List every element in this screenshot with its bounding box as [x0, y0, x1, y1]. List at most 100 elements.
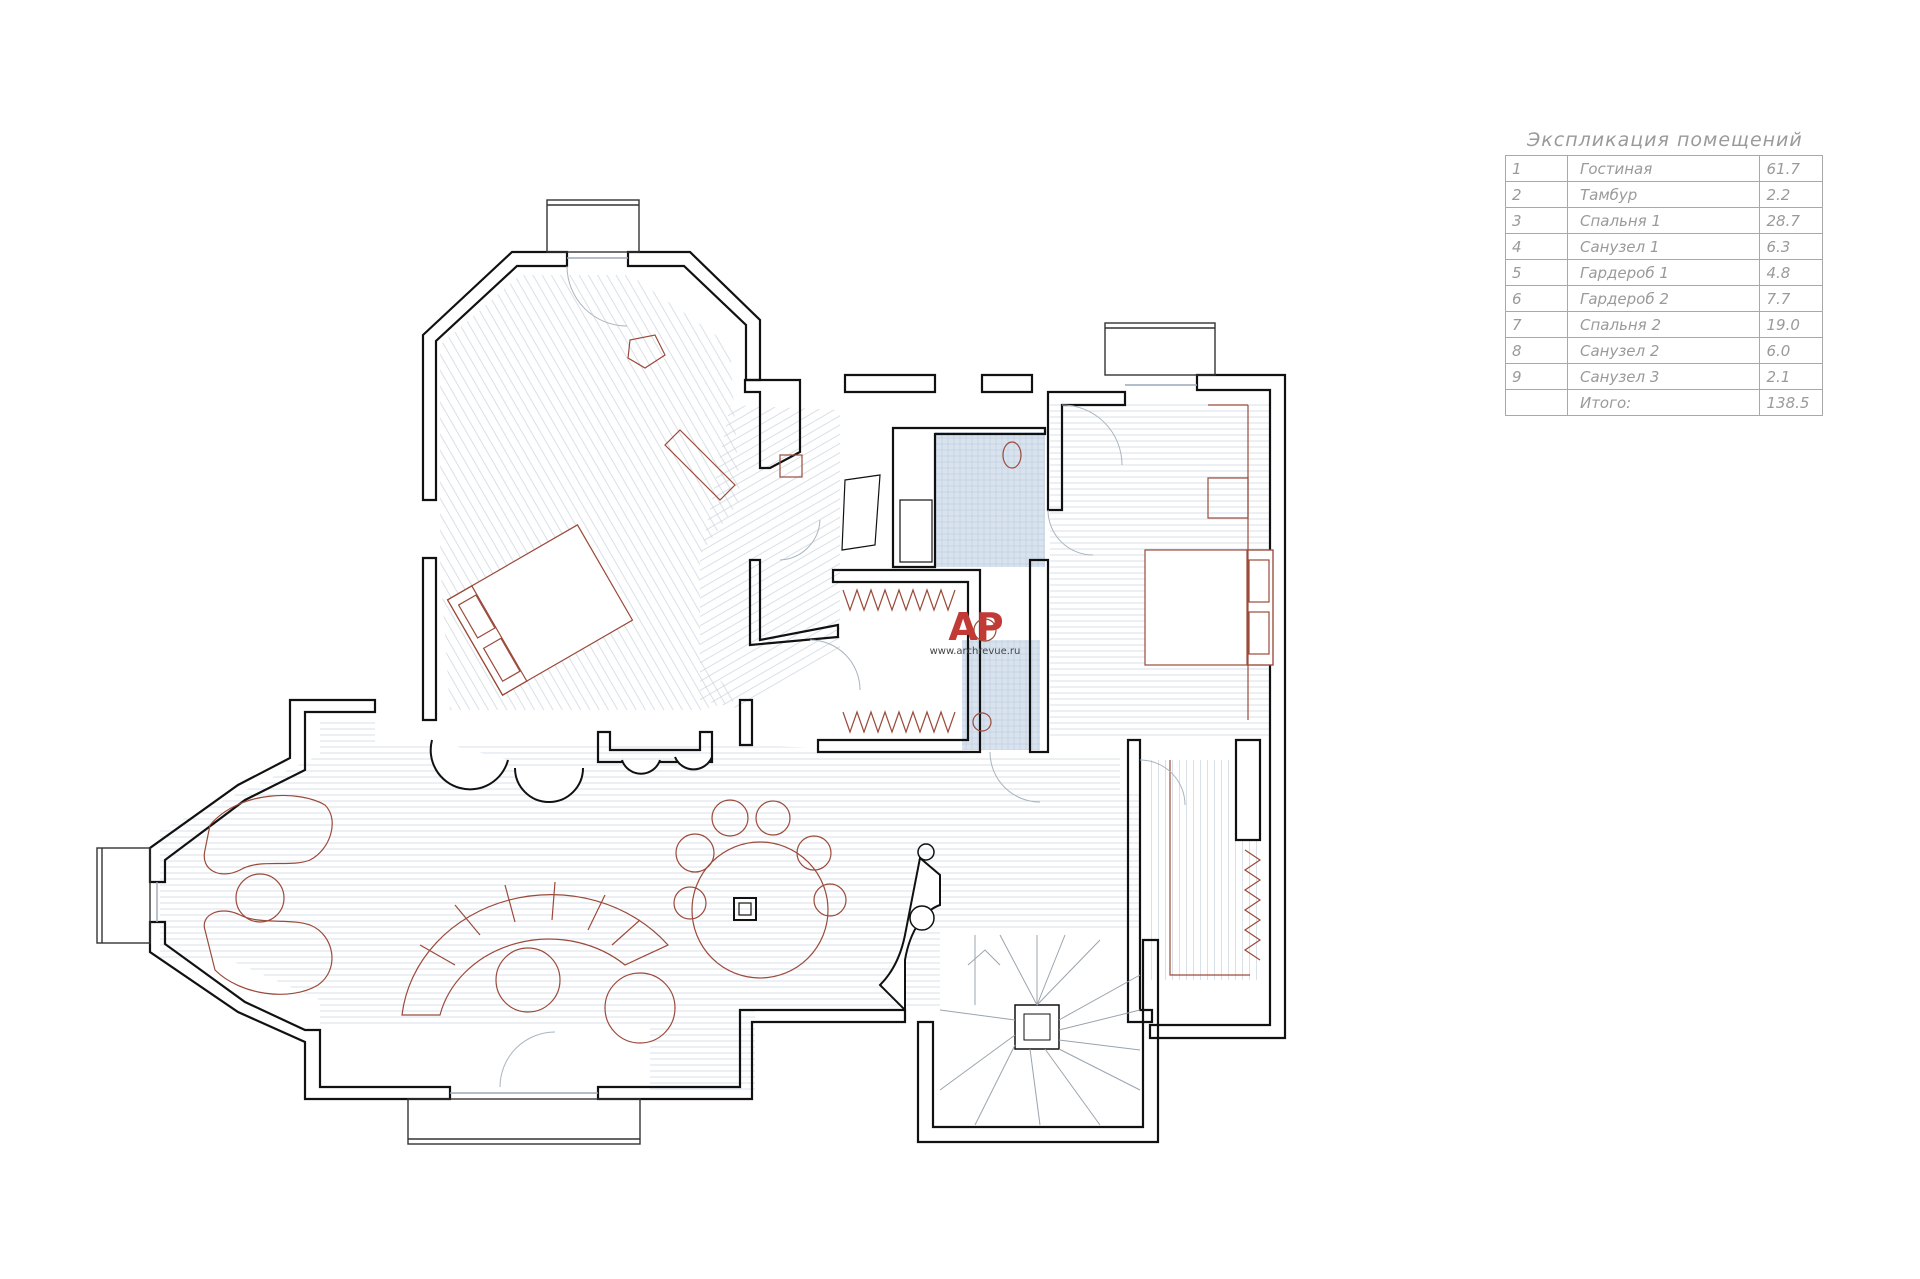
bed-bedroom-1 — [446, 524, 634, 696]
wardrobe-hangers-1 — [842, 588, 956, 734]
hall-wall-diag — [748, 558, 840, 647]
room-area: 19.0 — [1759, 311, 1823, 338]
dining-chair-6 — [673, 886, 707, 920]
bathtub — [899, 499, 933, 563]
door-bedroom-1 — [566, 265, 628, 327]
dressing-1-box — [816, 568, 982, 754]
room-name: Гостиная — [1566, 155, 1761, 182]
table-row: 8 Санузел 2 6.0 — [1505, 337, 1823, 364]
living-south-wall — [596, 1008, 907, 1101]
room-area: 6.0 — [1759, 337, 1823, 364]
table-row: 5 Гардероб 1 4.8 — [1505, 259, 1823, 286]
living-west-bay-walls — [148, 698, 377, 884]
north-alcoves — [429, 739, 713, 803]
hall-floor — [700, 405, 840, 710]
bath-north-walls — [843, 373, 937, 394]
room-area: 4.8 — [1759, 259, 1823, 286]
dressing-2-east-pillar — [1234, 738, 1262, 842]
window-south-living — [407, 1098, 641, 1145]
wardrobe-hangers-2 — [1169, 760, 1262, 976]
watermark-url: www.archrevue.ru — [929, 646, 1021, 657]
dining-chair-4 — [796, 835, 832, 871]
living-west-bay-walls-2 — [148, 920, 452, 1101]
furniture — [203, 334, 1274, 1044]
dining-chair-5 — [813, 883, 847, 917]
room-number: 3 — [1505, 207, 1568, 234]
table-row: 4 Санузел 1 6.3 — [1505, 233, 1823, 260]
total-area: 138.5 — [1759, 389, 1823, 416]
room-number: 2 — [1505, 181, 1568, 208]
watermark: AP www.archrevue.ru — [925, 608, 1025, 658]
door-hall-2 — [989, 751, 1041, 803]
watermark-logo: AP — [948, 605, 1003, 649]
room-name: Гардероб 2 — [1566, 285, 1761, 312]
bed-bedroom-2 — [1144, 549, 1274, 666]
alcove-2 — [514, 767, 584, 803]
armchair-round — [604, 972, 676, 1044]
east-wing-walls — [1148, 373, 1287, 1040]
sink-3 — [973, 618, 997, 642]
room-number: 4 — [1505, 233, 1568, 260]
sofa-west-upper — [203, 794, 333, 875]
door-hall-3 — [779, 519, 821, 561]
room-area: 28.7 — [1759, 207, 1823, 234]
table-row: 1 Гостиная 61.7 — [1505, 155, 1823, 182]
hall-wall-corner — [743, 378, 802, 470]
bath-3-walls — [1028, 558, 1050, 754]
room-number: 9 — [1505, 363, 1568, 390]
window-north-bedroom-2 — [1104, 322, 1216, 376]
total-label: Итого: — [1566, 389, 1761, 416]
door-living-south — [499, 1031, 556, 1088]
room-number: 5 — [1505, 259, 1568, 286]
stair-arrow — [967, 949, 1001, 966]
door-bedroom-2 — [1061, 404, 1123, 466]
stairwell-walls — [916, 938, 1160, 1144]
table-row: 2 Тамбур 2.2 — [1505, 181, 1823, 208]
staircase — [939, 934, 1141, 1126]
fireplace-column — [733, 897, 757, 921]
room-name: Санузел 2 — [1566, 337, 1761, 364]
room-area: 2.1 — [1759, 363, 1823, 390]
room-schedule: Экспликация помещений 1 Гостиная 61.7 2 … — [1505, 125, 1823, 416]
toilet-1 — [1002, 441, 1022, 469]
column-hall — [917, 843, 935, 861]
door-hall-1 — [809, 639, 861, 691]
dining-chair-2 — [711, 799, 749, 837]
room-name: Гардероб 1 — [1566, 259, 1761, 286]
sink-hall — [779, 454, 803, 478]
stair-wall-curve — [878, 856, 941, 1013]
alcove-3 — [621, 759, 661, 775]
bath-north-walls-2 — [980, 373, 1034, 394]
door-bath-1 — [1047, 509, 1094, 556]
toilet-3 — [972, 712, 992, 732]
dining-chair-3 — [755, 800, 791, 836]
door-swings — [499, 265, 1186, 1088]
bathroom-partitions — [891, 426, 1047, 569]
windows — [96, 199, 1216, 1145]
alcove-4 — [674, 756, 713, 771]
coffee-table — [495, 947, 561, 1013]
room-name: Санузел 3 — [1566, 363, 1761, 390]
room-area: 7.7 — [1759, 285, 1823, 312]
room-name: Спальня 2 — [1566, 311, 1761, 338]
room-area: 6.3 — [1759, 233, 1823, 260]
bathroom-1-tiles — [935, 432, 1045, 567]
curved-sofa — [401, 894, 669, 1016]
door-dressing-2 — [1139, 759, 1186, 806]
room-number: 6 — [1505, 285, 1568, 312]
table-row: 3 Спальня 1 28.7 — [1505, 207, 1823, 234]
table-row-total: Итого: 138.5 — [1505, 389, 1823, 416]
stairwell-floor — [940, 930, 1145, 1125]
room-number: 1 — [1505, 155, 1568, 182]
desk-bedroom-1 — [664, 429, 736, 501]
dining-table — [691, 841, 829, 979]
chair-bedroom-1 — [627, 334, 666, 369]
room-name: Санузел 1 — [1566, 233, 1761, 260]
living-north-wall-2 — [738, 698, 754, 747]
room-number: 7 — [1505, 311, 1568, 338]
bathroom-3-tiles — [962, 640, 1040, 750]
room-name: Тамбур — [1566, 181, 1761, 208]
room-number: 8 — [1505, 337, 1568, 364]
